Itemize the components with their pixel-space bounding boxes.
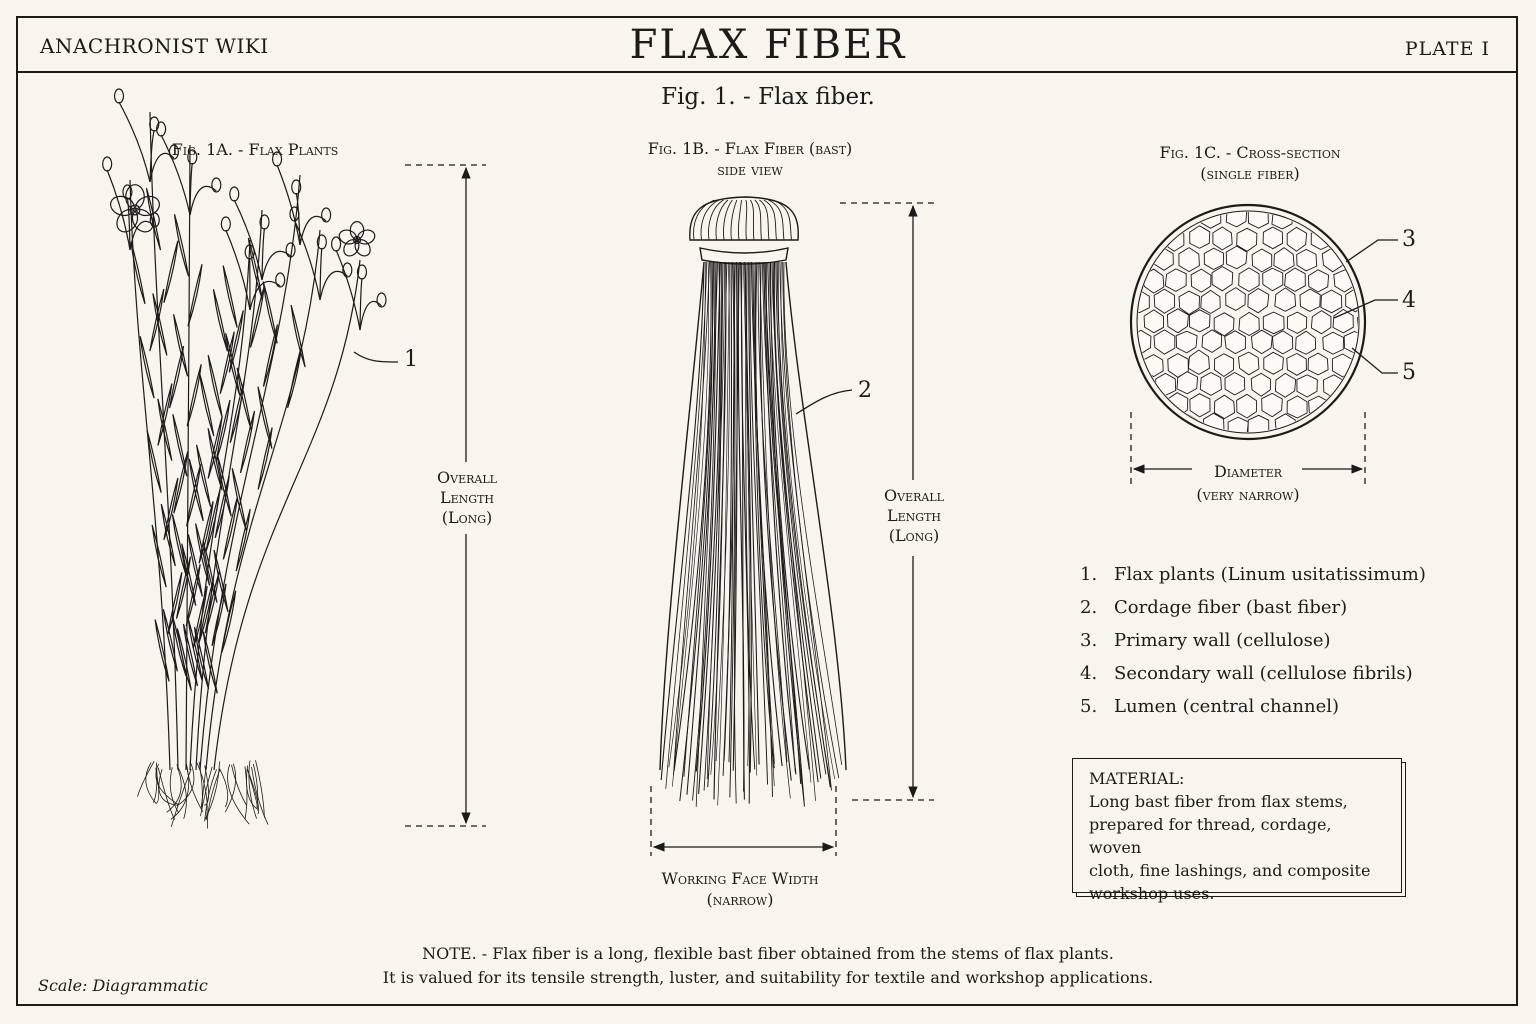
- fig-c-diameter-sublabel: (very narrow): [1196, 485, 1300, 504]
- fig-a-dimension: [353, 164, 486, 827]
- fig-b-width-label: Working Face Width: [661, 869, 819, 888]
- fig-c-diameter-label: Diameter: [1213, 462, 1283, 481]
- legend-item: 1.Flax plants (Linum usitatissimum): [1080, 564, 1426, 585]
- callout-1: 1: [404, 347, 418, 372]
- fiber-cross-section-drawing: [1129, 203, 1367, 441]
- scale-note: Scale: Diagrammatic: [38, 976, 208, 995]
- fig-b-length-label: Overall Length (Long): [884, 486, 944, 545]
- fig-c-subcaption: (single fiber): [1200, 164, 1300, 183]
- fig-b-subcaption: side view: [717, 160, 783, 179]
- flax-plants-drawing: [102, 88, 387, 829]
- material-box: MATERIAL: Long bast fiber from flax stem…: [1072, 758, 1402, 903]
- fig-b-caption: Fig. 1B. - Flax Fiber (bast): [647, 139, 853, 158]
- material-heading: MATERIAL:: [1089, 769, 1185, 788]
- legend-item: 4.Secondary wall (cellulose fibrils): [1080, 663, 1413, 684]
- fig-b-dimension: [650, 202, 934, 856]
- callout-2: 2: [858, 378, 872, 403]
- legend-item: 3.Primary wall (cellulose): [1080, 630, 1331, 651]
- legend-item: 5.Lumen (central channel): [1080, 696, 1339, 717]
- page-title: FLAX FIBER: [629, 22, 907, 68]
- callout-3: 3: [1402, 227, 1416, 252]
- callout-5: 5: [1402, 360, 1416, 385]
- note-text: NOTE. - Flax fiber is a long, flexible b…: [382, 944, 1154, 987]
- plate-frame: [16, 16, 1518, 1006]
- callout-4: 4: [1402, 288, 1416, 313]
- flax-fiber-hank-drawing: [659, 196, 847, 807]
- legend-list: 1.Flax plants (Linum usitatissimum) 2.Co…: [1080, 558, 1426, 723]
- site-name[interactable]: ANACHRONIST WIKI: [40, 34, 269, 58]
- plate-number: PLATE I: [1404, 38, 1490, 60]
- fig-c-caption: Fig. 1C. - Cross-section: [1159, 143, 1341, 162]
- figure-caption: Fig. 1. - Flax fiber.: [661, 84, 875, 110]
- fig-b-width-sublabel: (narrow): [706, 890, 774, 909]
- fig-c-dimension: [1130, 239, 1398, 484]
- fig-a-caption: Fig. 1A. - Flax Plants: [171, 140, 339, 159]
- legend-item: 2.Cordage fiber (bast fiber): [1080, 597, 1348, 618]
- header-rule: [16, 71, 1518, 73]
- fig-a-length-label: Overall Length (Long): [437, 468, 497, 527]
